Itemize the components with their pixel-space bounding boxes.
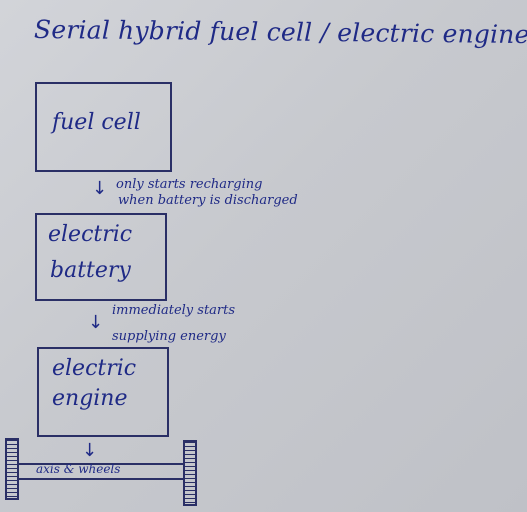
battery-label-line2: battery — [50, 258, 131, 283]
engine-label-line1: electric — [52, 356, 137, 381]
axis-line-bottom — [19, 478, 183, 480]
engine-box — [37, 347, 169, 437]
axis-line-top — [19, 463, 183, 465]
supplying-note-line2: supplying energy — [112, 329, 226, 344]
fuel-cell-box — [35, 82, 172, 172]
down-arrow-icon: ↓ — [88, 312, 104, 333]
charging-note-line1: only starts recharging — [116, 177, 263, 192]
engine-label-line2: engine — [52, 386, 128, 411]
supplying-note-line1: immediately starts — [112, 303, 236, 318]
fuel-cell-label: fuel cell — [52, 110, 141, 135]
axis-label: axis & wheels — [36, 462, 121, 476]
charging-note-line2: when battery is discharged — [118, 193, 298, 208]
down-arrow-icon: ↓ — [92, 178, 108, 199]
down-arrow-icon: ↓ — [82, 440, 98, 461]
left-wheel — [5, 438, 19, 500]
right-wheel — [183, 440, 197, 506]
battery-box — [35, 213, 167, 301]
battery-label-line1: electric — [48, 222, 133, 247]
